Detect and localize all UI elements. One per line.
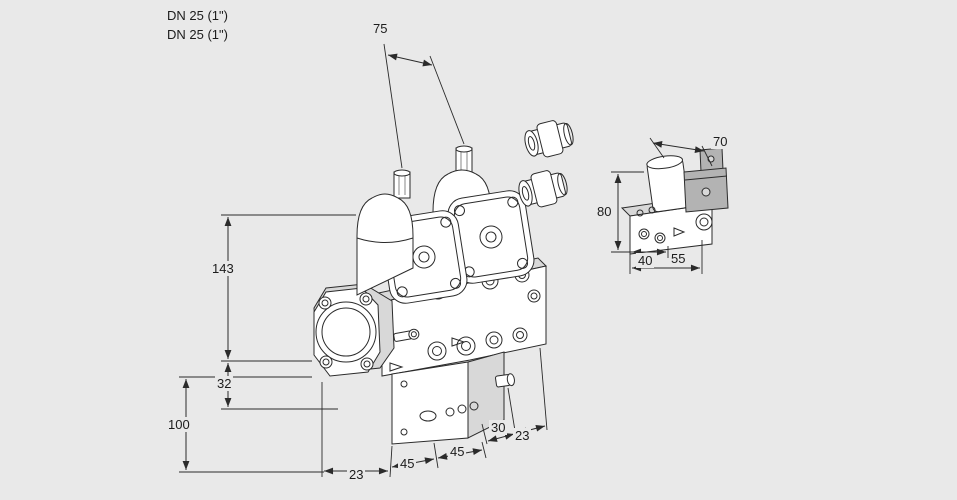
flow-direction-arrow: [389, 362, 404, 372]
actuator-dome: [356, 193, 414, 296]
dimension-lines-detail: [611, 137, 713, 274]
dim-label-100: 100: [166, 417, 192, 432]
dn-size-label-2: DN 25 (1"): [165, 27, 230, 42]
dim-label-45-a: 45: [398, 456, 417, 471]
bonnet-plate-right: [447, 190, 535, 284]
side-port: [495, 373, 515, 388]
detail-valve-drawing: [620, 147, 729, 255]
inlet-flange: [313, 283, 395, 377]
connector-plug: [683, 147, 729, 213]
measuring-stud: [393, 328, 420, 342]
dim-label-23-right: 23: [513, 428, 532, 443]
dim-label-30: 30: [489, 420, 508, 435]
pipe-fitting-upper: [524, 120, 574, 158]
pipe-fitting-lower: [518, 170, 568, 208]
dim-label-80: 80: [595, 204, 614, 219]
flow-direction-arrow: [673, 227, 686, 237]
dn-size-label-1: DN 25 (1"): [165, 8, 230, 23]
solenoid-coil: [646, 155, 690, 213]
dim-label-70: 70: [711, 134, 730, 149]
dim-label-75: 75: [371, 21, 390, 36]
dim-label-143: 143: [210, 261, 236, 276]
dim-label-55: 55: [669, 251, 688, 266]
actuator-left: [356, 169, 468, 304]
dim-label-45-b: 45: [448, 444, 467, 459]
dim-label-32: 32: [215, 376, 234, 391]
pipe-fittings: [518, 120, 574, 208]
dim-label-40: 40: [636, 253, 655, 268]
flow-direction-arrow: [451, 337, 466, 347]
dim-label-23-left: 23: [347, 467, 366, 482]
lower-housing: [391, 351, 515, 445]
